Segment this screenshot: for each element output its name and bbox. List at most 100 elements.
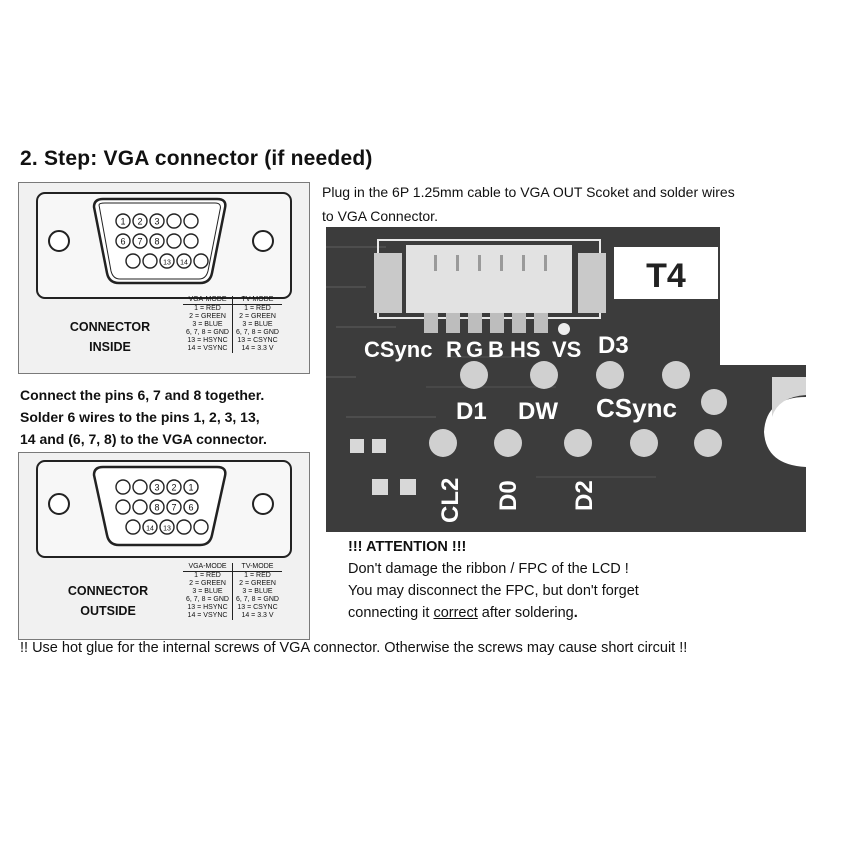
page-title: 2. Step: VGA connector (if needed) <box>20 147 373 170</box>
vga-pin <box>115 213 131 229</box>
vga-mode-cell: 14 = VSYNC <box>187 345 228 352</box>
vga-pin <box>115 233 131 249</box>
vga-pin-number: 6 <box>120 237 125 247</box>
vga-pin-number: 13 <box>163 260 171 267</box>
vga-pin <box>132 233 148 249</box>
hot-glue-warning: !! Use hot glue for the internal screws … <box>20 640 688 656</box>
socket-connector <box>406 245 572 313</box>
connector-outside-label: CONNECTOR OUTSIDE <box>67 584 149 618</box>
pin-table-row: 3 = BLUE 3 = BLUE <box>183 588 282 596</box>
vga-pin-number: 14 <box>180 260 188 267</box>
table-header-vga: VGA-MODE <box>183 296 233 305</box>
tv-mode-cell: 6, 7, 8 = GND <box>232 596 282 604</box>
vga-pin-number: 7 <box>137 237 142 247</box>
table-header-tv: TV-MODE <box>232 296 282 305</box>
vga-pin <box>132 213 148 229</box>
vga-pin <box>149 233 165 249</box>
vga-pin-number: 13 <box>163 526 171 533</box>
vga-pin <box>193 519 209 535</box>
vga-pin-number: 1 <box>188 483 193 493</box>
vga-pin <box>115 479 131 495</box>
vga-mode-cell: 1 = RED <box>194 305 221 312</box>
socket-pin-label: VS <box>552 337 581 362</box>
tv-mode-cell: 14 = 3.3 V <box>232 345 282 353</box>
intro-line-2: to VGA Connector. <box>322 208 438 224</box>
vga-pin <box>176 253 192 269</box>
vga-mode-cell: 2 = GREEN <box>189 580 226 587</box>
attention-line-3: connecting it correct after soldering. <box>348 602 828 624</box>
instruction-line-3: 14 and (6, 7, 8) to the VGA connector. <box>20 431 267 447</box>
vga-pin <box>115 499 131 515</box>
vga-mode-cell: 6, 7, 8 = GND <box>186 596 229 603</box>
pin-table-row: 14 = VSYNC 14 = 3.3 V <box>183 345 282 353</box>
t4-box <box>614 247 718 299</box>
tv-mode-cell: 14 = 3.3 V <box>232 612 282 620</box>
vga-pin-number: 2 <box>137 217 142 227</box>
vga-mode-cell: 13 = HSYNC <box>187 604 228 611</box>
socket-pin-label: CSync <box>364 337 432 362</box>
vga-pin <box>166 499 182 515</box>
tv-mode-cell: 3 = BLUE <box>232 588 282 596</box>
vga-pin <box>149 499 165 515</box>
pin-table-row: 1 = RED 1 = RED <box>183 304 282 313</box>
pad-label-dw: DW <box>518 398 558 425</box>
tv-mode-cell: 6, 7, 8 = GND <box>232 329 282 337</box>
vga-pin <box>183 213 199 229</box>
vga-pin <box>183 233 199 249</box>
attention-emphasis: correct <box>433 605 478 621</box>
instructions: Connect the pins 6, 7 and 8 together. So… <box>20 384 320 450</box>
chip-label: T4 <box>646 257 686 295</box>
vga-pin <box>159 253 175 269</box>
intro-line-1: Plug in the 6P 1.25mm cable to VGA OUT S… <box>322 184 735 200</box>
vga-pin <box>183 479 199 495</box>
tv-mode-cell: 2 = GREEN <box>232 313 282 321</box>
pad-label-cl2: CL2 <box>437 478 464 523</box>
tv-mode-cell: 2 = GREEN <box>232 580 282 588</box>
vga-pin-number: 7 <box>171 503 176 513</box>
attention-note: !!! ATTENTION !!! Don't damage the ribbo… <box>348 536 828 624</box>
vga-pin-number: 3 <box>154 483 159 493</box>
instruction-line-2: Solder 6 wires to the pins 1, 2, 3, 13, <box>20 409 260 425</box>
tv-mode-cell: 13 = CSYNC <box>232 337 282 345</box>
vga-pin <box>142 253 158 269</box>
vga-pin-number: 14 <box>146 526 154 533</box>
vga-mode-cell: 3 = BLUE <box>192 588 223 595</box>
vga-pin <box>125 519 141 535</box>
attention-line-2: You may disconnect the FPC, but don't fo… <box>348 583 639 599</box>
tv-mode-cell: 1 = RED <box>232 304 282 313</box>
instruction-line-1: Connect the pins 6, 7 and 8 together. <box>20 387 265 403</box>
vga-mode-cell: 14 = VSYNC <box>187 612 228 619</box>
vga-pin <box>166 213 182 229</box>
vga-pin <box>176 519 192 535</box>
vga-pin <box>149 213 165 229</box>
vga-pin <box>193 253 209 269</box>
socket-pin-label: B <box>488 337 504 362</box>
connector-inside-label: CONNECTOR INSIDE <box>69 320 151 354</box>
intro-text: Plug in the 6P 1.25mm cable to VGA OUT S… <box>322 180 822 228</box>
vga-pin <box>132 499 148 515</box>
pad-label-d3: D3 <box>598 332 629 359</box>
vga-pin-number: 6 <box>188 503 193 513</box>
pin-table-row: 14 = VSYNC 14 = 3.3 V <box>183 612 282 620</box>
tv-mode-cell: 3 = BLUE <box>232 321 282 329</box>
vga-pin <box>149 479 165 495</box>
attention-line-1: Don't damage the ribbon / FPC of the LCD… <box>348 561 629 577</box>
attention-line-3-start: connecting it <box>348 605 434 621</box>
pad-label-d2: D2 <box>571 480 598 511</box>
vga-pin <box>183 499 199 515</box>
attention-line-3-end: after soldering <box>477 605 574 621</box>
socket-pin-label: G <box>466 337 483 362</box>
